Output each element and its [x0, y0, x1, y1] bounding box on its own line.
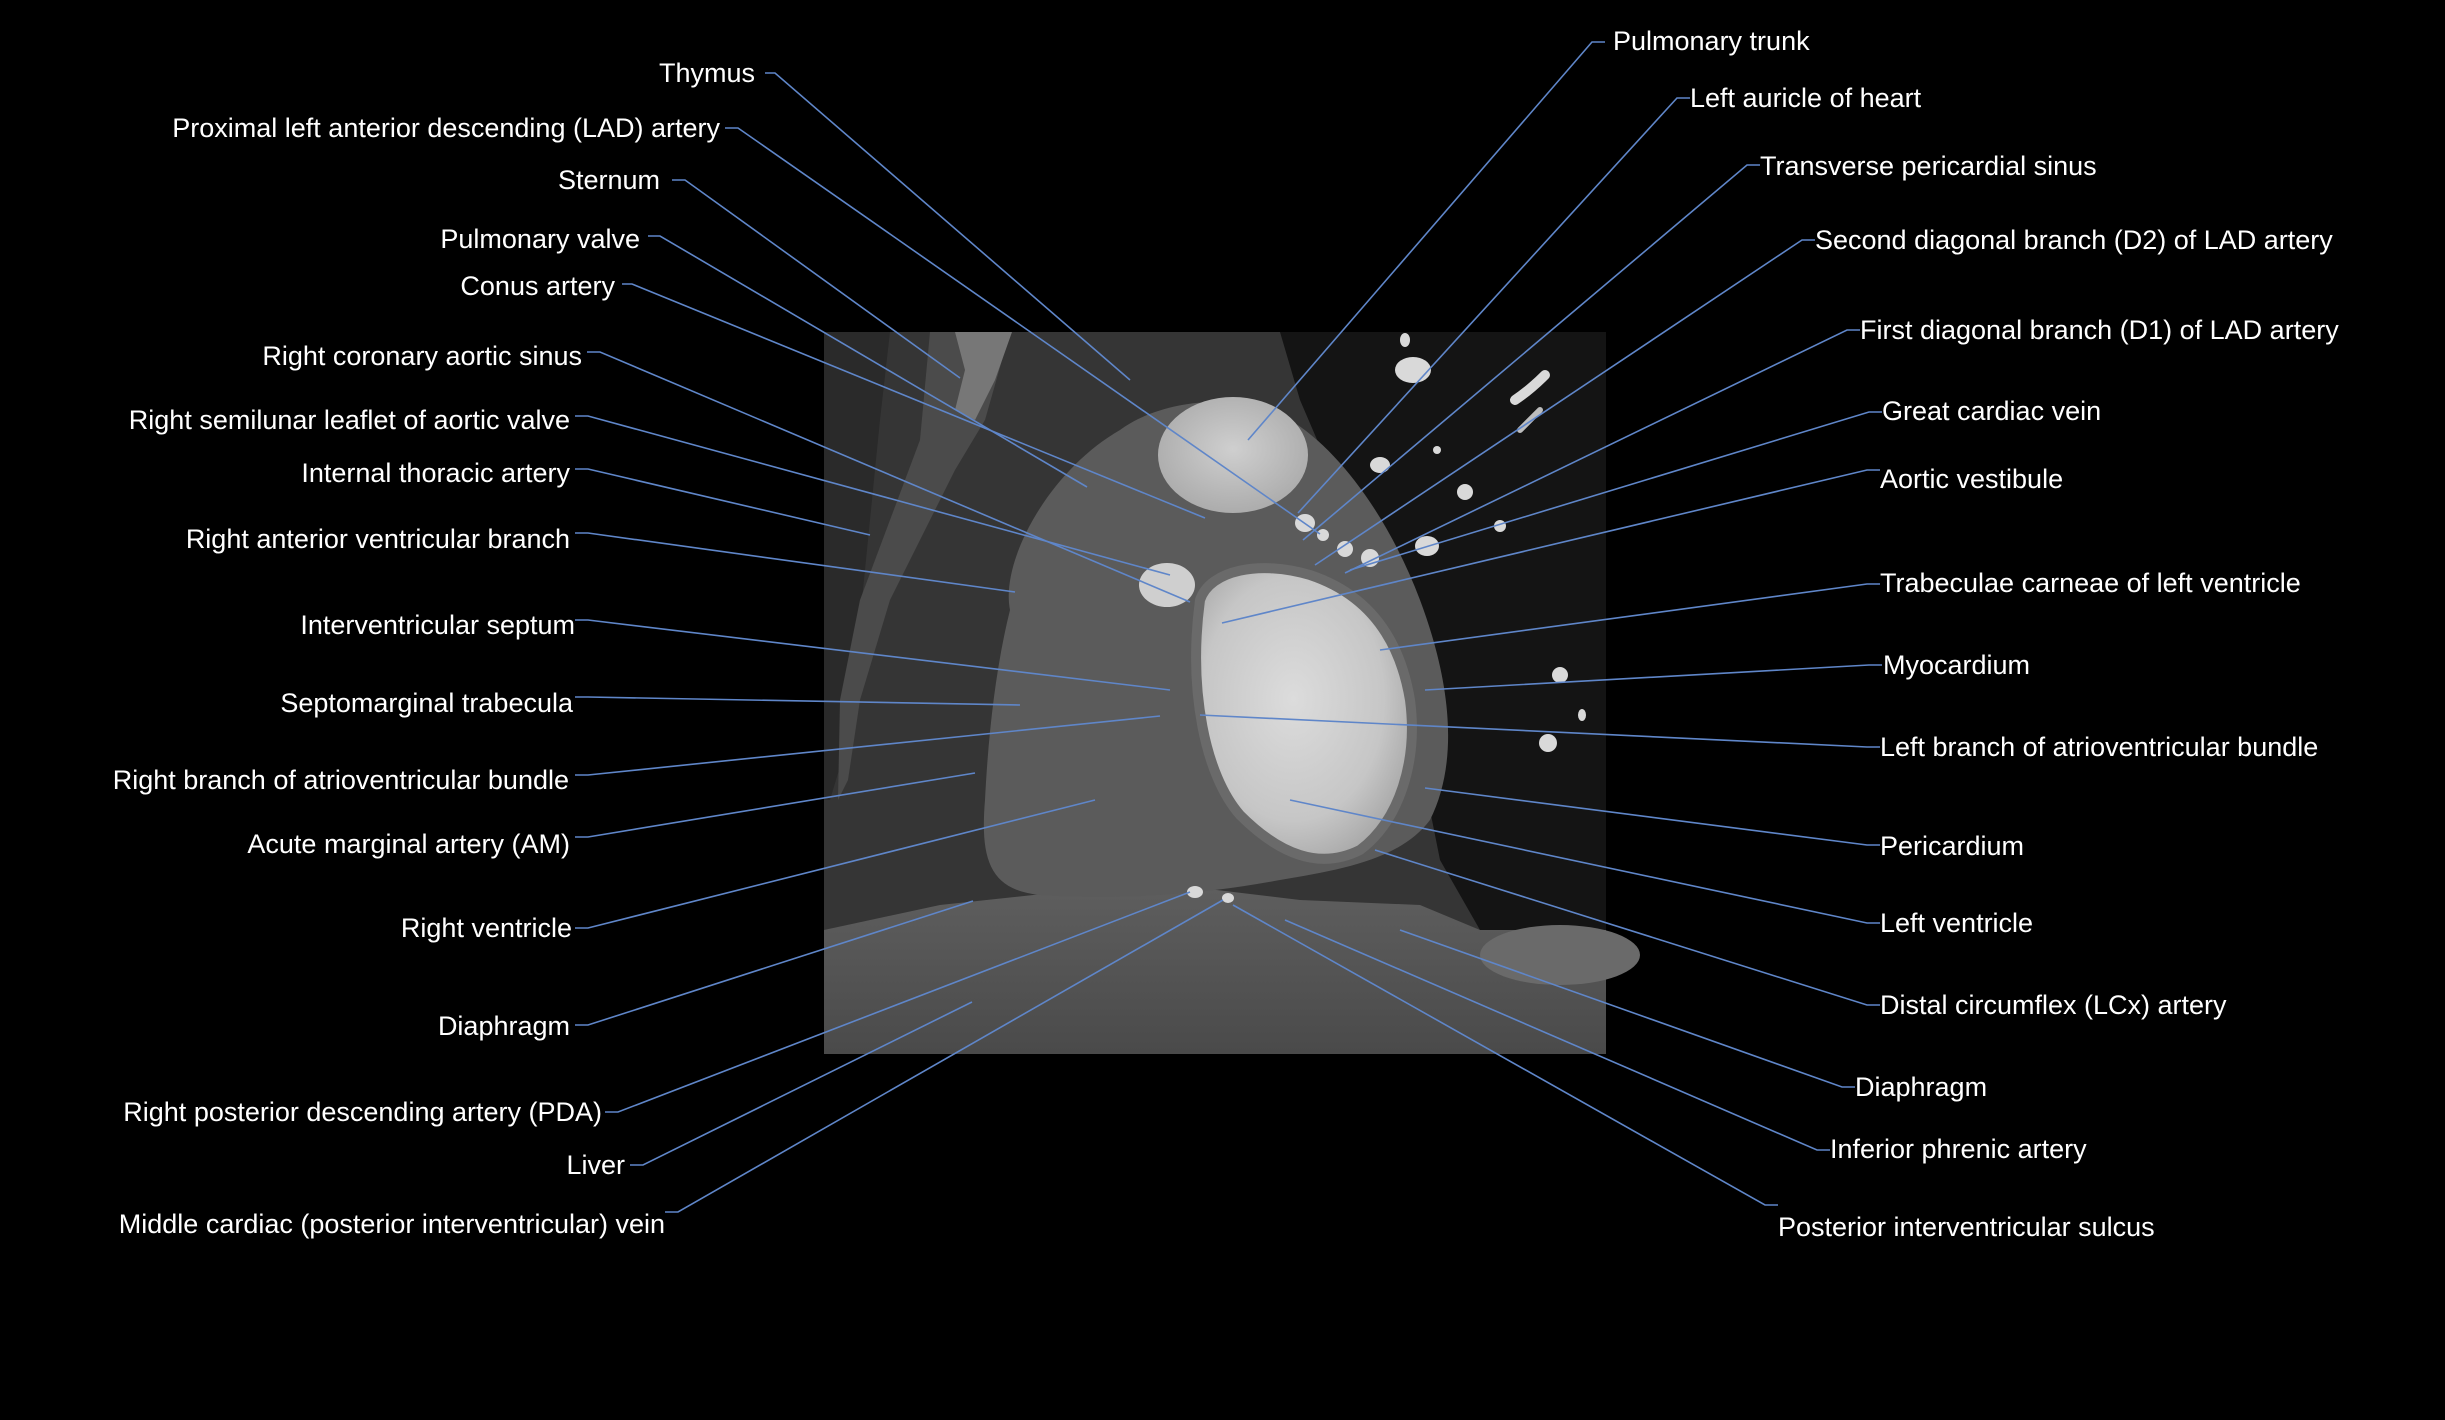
- leader-right-coronary-aortic-sinus: [587, 351, 1191, 603]
- leader-pericardium: [1424, 787, 1880, 846]
- label-great-cardiac-vein: Great cardiac vein: [1882, 396, 2102, 426]
- chest-wall: [824, 332, 890, 800]
- label-thymus: Thymus: [658, 58, 755, 88]
- leader-pulmonary-valve: [648, 235, 1088, 488]
- leader-inferior-phrenic-artery: [1284, 919, 1830, 1151]
- leader-thymus: [765, 72, 1131, 381]
- lad-vessel: [1510, 370, 1550, 405]
- leader-posterior-interventricular-sulcus: [1232, 904, 1778, 1206]
- leader-transverse-pericardial-sinus: [1302, 164, 1760, 541]
- leader-d2-lad: [1314, 239, 1815, 566]
- leader-diaphragm-left: [575, 900, 974, 1026]
- leader-trabeculae-carneae: [1379, 583, 1880, 651]
- label-diaphragm-right: Diaphragm: [1855, 1072, 1988, 1102]
- leader-right-anterior-ventricular-branch: [575, 532, 1016, 593]
- lung-area: [1280, 332, 1606, 930]
- label-d1-lad: First diagonal branch (D1) of LAD artery: [1860, 315, 2339, 345]
- label-liver: Liver: [566, 1150, 625, 1180]
- leader-d1-lad: [1344, 329, 1860, 574]
- leader-left-auricle: [1297, 97, 1690, 514]
- aortic-root: [1139, 563, 1195, 607]
- leader-right-semilunar-leaflet: [575, 415, 1171, 576]
- leader-interventricular-septum: [575, 619, 1171, 691]
- label-acute-marginal-artery: Acute marginal artery (AM): [247, 829, 570, 859]
- leader-left-ventricle: [1289, 799, 1880, 924]
- aorta: [1158, 397, 1308, 513]
- label-aortic-vestibule: Aortic vestibule: [1880, 464, 2064, 494]
- sternum-bone: [955, 332, 1012, 420]
- ct-image: [824, 332, 1640, 1054]
- leader-sternum: [672, 179, 961, 379]
- label-interventricular-septum: Interventricular septum: [300, 610, 575, 640]
- label-right-pda: Right posterior descending artery (PDA): [123, 1097, 602, 1127]
- label-left-ventricle: Left ventricle: [1880, 908, 2034, 938]
- internal-thoracic-strip: [838, 332, 1010, 800]
- d1-vessel: [1517, 407, 1543, 433]
- label-myocardium: Myocardium: [1883, 650, 2031, 680]
- label-right-branch-av-bundle: Right branch of atrioventricular bundle: [112, 765, 569, 795]
- label-transverse-pericardial-sinus: Transverse pericardial sinus: [1760, 151, 2097, 181]
- leader-conus-artery: [622, 283, 1206, 519]
- leader-acute-marginal-artery: [575, 772, 976, 838]
- stomach-region: [1480, 925, 1640, 985]
- label-posterior-interventricular-sulcus: Posterior interventricular sulcus: [1778, 1212, 2155, 1242]
- label-right-coronary-aortic-sinus: Right coronary aortic sinus: [262, 341, 582, 371]
- leader-left-branch-av-bundle: [1199, 714, 1880, 748]
- leader-proximal-lad: [725, 127, 1321, 535]
- leader-myocardium: [1424, 664, 1882, 691]
- label-middle-cardiac-vein: Middle cardiac (posterior interventricul…: [118, 1209, 665, 1239]
- label-inferior-phrenic-artery: Inferior phrenic artery: [1830, 1134, 2087, 1164]
- leader-internal-thoracic-artery: [575, 468, 871, 536]
- leader-liver: [630, 1001, 973, 1166]
- label-trabeculae-carneae: Trabeculae carneae of left ventricle: [1880, 568, 2301, 598]
- label-septomarginal-trabecula: Septomarginal trabecula: [280, 688, 573, 718]
- label-left-branch-av-bundle: Left branch of atrioventricular bundle: [1880, 732, 2319, 762]
- leader-distal-lcx: [1374, 849, 1880, 1006]
- label-right-ventricle: Right ventricle: [400, 913, 572, 943]
- leader-pulmonary-trunk: [1247, 41, 1605, 441]
- label-distal-lcx: Distal circumflex (LCx) artery: [1880, 990, 2227, 1020]
- leader-lines: [575, 41, 1882, 1213]
- liver-region: [824, 888, 1606, 1054]
- label-pericardium: Pericardium: [1880, 831, 2025, 861]
- label-sternum: Sternum: [557, 165, 660, 195]
- label-right-semilunar-leaflet: Right semilunar leaflet of aortic valve: [128, 405, 570, 435]
- leader-right-pda: [605, 891, 1191, 1113]
- label-right-anterior-ventricular-branch: Right anterior ventricular branch: [185, 524, 570, 554]
- leader-diaphragm-right: [1399, 929, 1855, 1088]
- label-conus-artery: Conus artery: [460, 271, 615, 301]
- lv-cavity: [1196, 568, 1412, 859]
- leader-right-ventricle: [575, 799, 1096, 929]
- label-diaphragm-left: Diaphragm: [437, 1011, 570, 1041]
- lv-myocardium-rim: [1191, 563, 1417, 864]
- label-d2-lad: Second diagonal branch (D2) of LAD arter…: [1815, 225, 2333, 255]
- leader-middle-cardiac-vein: [665, 899, 1224, 1213]
- leader-great-cardiac-vein: [1349, 411, 1882, 571]
- leader-septomarginal-trabecula: [575, 696, 1021, 706]
- vessel-dots: [1187, 333, 1586, 903]
- label-left-auricle: Left auricle of heart: [1690, 83, 1922, 113]
- label-internal-thoracic-artery: Internal thoracic artery: [301, 458, 570, 488]
- label-pulmonary-valve: Pulmonary valve: [440, 224, 640, 254]
- label-proximal-lad: Proximal left anterior descending (LAD) …: [172, 113, 720, 143]
- leader-aortic-vestibule: [1221, 469, 1880, 624]
- label-pulmonary-trunk: Pulmonary trunk: [1613, 26, 1810, 56]
- leader-right-branch-av-bundle: [575, 715, 1161, 776]
